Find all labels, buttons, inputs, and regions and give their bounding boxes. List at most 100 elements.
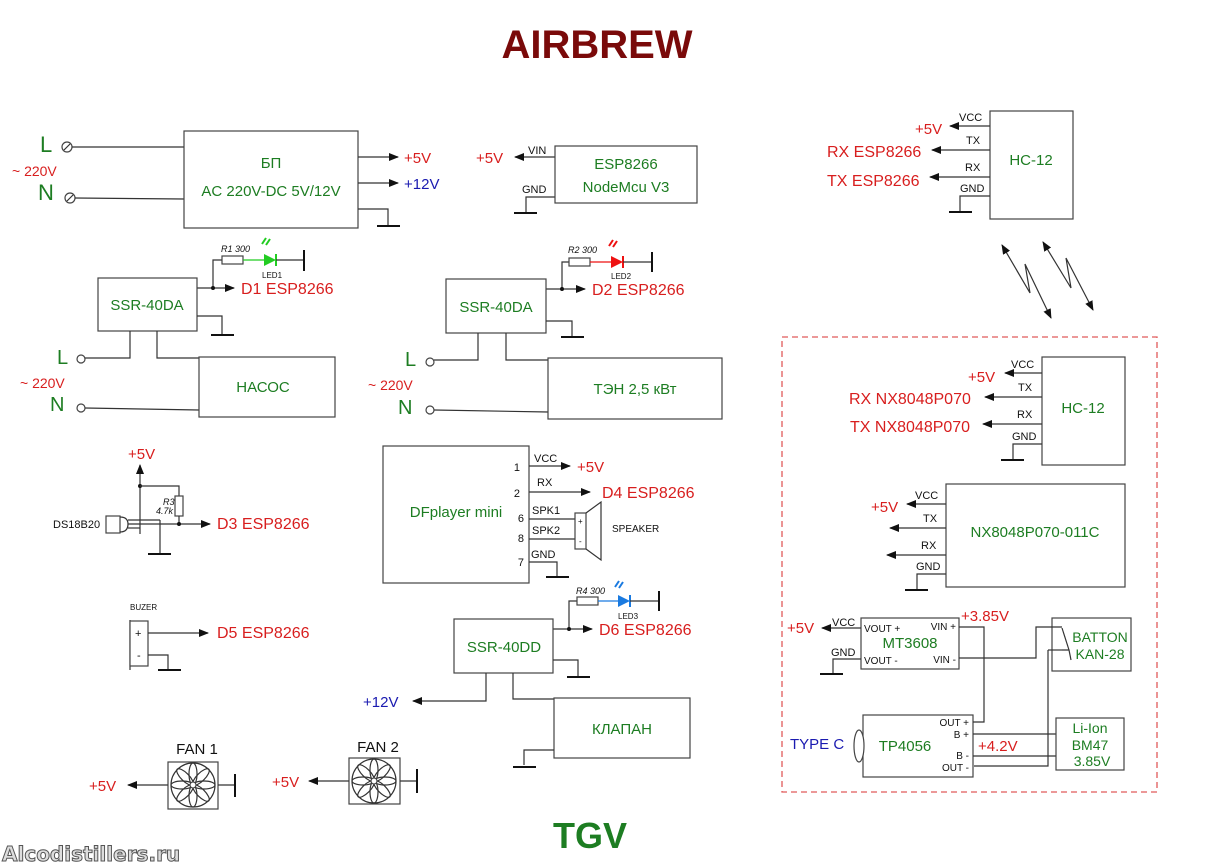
- dfplayer-pin-label: VCC: [534, 453, 557, 465]
- terminal-icon: [76, 403, 86, 413]
- esp-model: NodeMcu V3: [583, 179, 670, 196]
- boost-gnd: GND: [831, 647, 856, 659]
- button-block: BATTON KAN-28: [959, 617, 1132, 767]
- hc12-remote-block: HC-12 VCC +5V TX RX NX8048P070 RX TX NX8…: [849, 356, 1126, 466]
- terminal-icon: [425, 357, 435, 367]
- ssr2-name: SSR-40DA: [459, 299, 532, 316]
- boost-vin-n: VIN -: [933, 655, 956, 666]
- psu-spec: AC 220V-DC 5V/12V: [201, 183, 340, 200]
- dfplayer-pin-num: 8: [518, 533, 524, 545]
- ssr2-led-label: LED2: [611, 272, 632, 281]
- led1-icon: [264, 254, 276, 266]
- button-box: [1051, 617, 1132, 672]
- boost-vout-n: VOUT -: [864, 656, 898, 667]
- esp-name: ESP8266: [594, 156, 657, 173]
- ssr1-led-label: LED1: [262, 271, 283, 280]
- wireless-link-icon: [1001, 241, 1094, 319]
- dfplayer-pin-num: 2: [514, 488, 520, 500]
- buzzer-name: BUZER: [130, 603, 157, 612]
- charger-bat-voltage: +4.2V: [978, 738, 1018, 755]
- pump-label: НАСОС: [236, 379, 290, 396]
- battery-type: Li-Ion: [1072, 720, 1107, 736]
- ssr3-supply: +12V: [363, 694, 398, 711]
- dfplayer-pin-label: RX: [537, 477, 553, 489]
- boost-box: [860, 617, 960, 670]
- speaker-label: SPEAKER: [612, 524, 659, 535]
- switch-icon: [1061, 627, 1070, 651]
- ssr3-led-label: LED3: [618, 612, 639, 621]
- ssr3-resistor-label: R4 300: [576, 586, 605, 596]
- hc12-remote-rx: RX: [1017, 409, 1033, 421]
- dfplayer-block: DFplayer mini 1 VCC +5V 2 RX D4 ESP8266 …: [382, 445, 695, 584]
- psu-box: [183, 130, 359, 229]
- esp-supply: +5V: [476, 150, 503, 167]
- sensor-icon: [105, 515, 121, 534]
- ssr2-box: [445, 278, 547, 334]
- dfplayer-pin-label: GND: [531, 549, 556, 561]
- buzzer-signal: D5 ESP8266: [217, 625, 310, 642]
- hc12-remote-tx-target: RX NX8048P070: [849, 391, 971, 408]
- resistor-icon: [576, 596, 599, 606]
- speaker-plus: +: [578, 517, 583, 526]
- battery-voltage: 3.85V: [1074, 753, 1111, 769]
- speaker-icon: [574, 512, 587, 550]
- hc12-remote-box: [1041, 356, 1126, 466]
- ssr2-mains: ~ 220V: [368, 377, 413, 393]
- ssr3-name: SSR-40DD: [467, 639, 541, 656]
- hc12-top-tx: TX: [966, 135, 981, 147]
- heater-box: [547, 357, 723, 420]
- display-vcc: VCC: [915, 490, 938, 502]
- hc12-remote-vcc: VCC: [1011, 359, 1034, 371]
- charger-out-p: OUT +: [939, 718, 969, 729]
- speaker-minus: -: [579, 537, 582, 546]
- ds18b20-supply: +5V: [128, 446, 155, 463]
- charger-block: TP4056 OUT + B + B - OUT - TYPE C +4.2V: [790, 626, 1056, 778]
- battery-box: [1055, 717, 1125, 771]
- heater-label: ТЭН 2,5 кВт: [594, 381, 677, 398]
- display-block: NX8048P070-011C VCC +5V TX RX GND: [871, 483, 1126, 591]
- hc12-top-box: [989, 110, 1074, 220]
- display-box: [945, 483, 1126, 588]
- button-model: KAN-28: [1075, 646, 1124, 662]
- charger-box: [862, 714, 974, 778]
- ssr2-resistor-label: R2 300: [568, 245, 597, 255]
- hc12-top-vcc-target: +5V: [915, 121, 942, 138]
- fan2-name: FAN 2: [357, 739, 399, 756]
- valve-label: КЛАПАН: [592, 721, 652, 738]
- ssr1-n-label: N: [50, 394, 64, 416]
- battery-block: Li-Ion BM47 3.85V: [1055, 717, 1125, 771]
- usb-typec-icon: [853, 729, 865, 763]
- display-vcc-target: +5V: [871, 499, 898, 516]
- ssr2-block: R2 300 LED2 D2 ESP8266 SSR-40DA L ~ 220V…: [368, 239, 723, 420]
- ssr1-signal: D1 ESP8266: [241, 281, 334, 298]
- hc12-remote-tx: TX: [1018, 382, 1033, 394]
- display-rx: RX: [921, 540, 937, 552]
- dfplayer-name: DFplayer mini: [410, 504, 503, 521]
- esp-box: [554, 145, 698, 204]
- hc12-remote-rx-target: TX NX8048P070: [850, 419, 970, 436]
- ssr3-box: [453, 618, 554, 674]
- esp-gnd-label: GND: [522, 184, 547, 196]
- boost-vin-voltage: +3.85V: [961, 608, 1009, 625]
- hc12-remote-gnd: GND: [1012, 431, 1037, 443]
- diagram-title: AIRBREW: [501, 23, 692, 67]
- psu-mains-label: ~ 220V: [12, 163, 57, 179]
- hc12-remote-vcc-target: +5V: [968, 369, 995, 386]
- led2-icon: [611, 256, 623, 268]
- fan2-supply: +5V: [272, 774, 299, 791]
- valve-box: [553, 697, 691, 759]
- pump-box: [198, 356, 336, 418]
- ssr1-block: R1 300 LED1 D1 ESP8266 SSR-40DA L ~ 220V…: [20, 237, 336, 418]
- charger-b-p: B +: [954, 730, 969, 741]
- dfplayer-pin-num: 7: [518, 557, 524, 569]
- hc12-top-name: HC-12: [1009, 152, 1052, 169]
- hc12-top-vcc: VCC: [959, 112, 982, 124]
- psu-out-5v: +5V: [404, 150, 431, 167]
- esp-block: +5V VIN GND ESP8266 NodeMcu V3: [476, 145, 698, 214]
- hc12-top-rx-target: TX ESP8266: [827, 173, 920, 190]
- watermark: Alcodistillers.ru: [2, 842, 180, 866]
- ssr1-mains: ~ 220V: [20, 375, 65, 391]
- boost-vout-p: VOUT +: [864, 624, 900, 635]
- buzzer-block: BUZER + - D5 ESP8266: [129, 603, 310, 671]
